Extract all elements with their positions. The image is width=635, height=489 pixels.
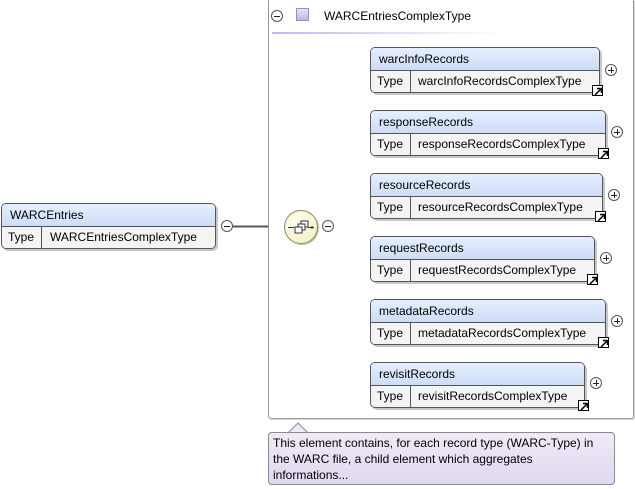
child-type-row: Type resourceRecordsComplexType: [371, 197, 602, 218]
child-type-label: Type: [371, 71, 411, 92]
child-type-row: Type responseRecordsComplexType: [371, 134, 605, 155]
child-type-value: revisitRecordsComplexType: [418, 389, 568, 403]
expand-plus-icon[interactable]: [600, 252, 612, 264]
root-element-name: WARCEntries: [2, 204, 215, 227]
child-element-name: responseRecords: [371, 111, 605, 134]
child-type-label: Type: [371, 260, 411, 281]
child-type-value: resourceRecordsComplexType: [418, 200, 583, 214]
child-element-name: requestRecords: [371, 237, 594, 260]
root-type-row: Type WARCEntriesComplexType: [2, 227, 215, 248]
child-type-value: responseRecordsComplexType: [418, 137, 586, 151]
complex-type-title: WARCEntriesComplexType: [324, 9, 471, 23]
expand-plus-icon[interactable]: [611, 126, 623, 138]
child-element-box[interactable]: revisitRecords Type revisitRecordsComple…: [370, 362, 589, 411]
arrow-link-icon[interactable]: [598, 337, 609, 348]
child-element-name: revisitRecords: [371, 363, 584, 386]
arrow-link-icon[interactable]: [595, 211, 606, 222]
annotation-text: This element contains, for each record t…: [273, 436, 594, 482]
annotation-pointer: [288, 422, 308, 434]
frame-title-divider: [272, 32, 507, 34]
compositor-collapse-icon[interactable]: [322, 220, 334, 232]
child-type-value: metadataRecordsComplexType: [418, 326, 587, 340]
sequence-compositor-icon: [288, 220, 314, 234]
child-type-label: Type: [371, 134, 411, 155]
child-element-box[interactable]: warcInfoRecords Type warcInfoRecordsComp…: [370, 47, 603, 96]
child-type-value: requestRecordsComplexType: [418, 263, 577, 277]
child-type-row: Type warcInfoRecordsComplexType: [371, 71, 599, 92]
complex-type-icon: [296, 8, 309, 21]
arrow-link-icon[interactable]: [587, 274, 598, 285]
root-type-label: Type: [2, 227, 42, 248]
child-type-label: Type: [371, 386, 411, 407]
expand-plus-icon[interactable]: [611, 315, 623, 327]
child-element-box[interactable]: requestRecords Type requestRecordsComple…: [370, 236, 598, 285]
child-element-box[interactable]: metadataRecords Type metadataRecordsComp…: [370, 299, 609, 348]
child-element-name: resourceRecords: [371, 174, 602, 197]
child-type-value: warcInfoRecordsComplexType: [418, 74, 582, 88]
annotation-box: This element contains, for each record t…: [268, 432, 615, 485]
child-type-label: Type: [371, 197, 411, 218]
expand-plus-icon[interactable]: [590, 377, 602, 389]
child-element-box[interactable]: responseRecords Type responseRecordsComp…: [370, 110, 609, 159]
child-type-row: Type metadataRecordsComplexType: [371, 323, 605, 344]
sequence-compositor[interactable]: [284, 210, 318, 244]
child-type-row: Type requestRecordsComplexType: [371, 260, 594, 281]
complex-type-collapse-icon[interactable]: [271, 10, 283, 22]
child-type-row: Type revisitRecordsComplexType: [371, 386, 584, 407]
child-type-label: Type: [371, 323, 411, 344]
child-element-name: warcInfoRecords: [371, 48, 599, 71]
root-element-box[interactable]: WARCEntries Type WARCEntriesComplexType: [1, 203, 216, 249]
expand-plus-icon[interactable]: [608, 189, 620, 201]
arrow-link-icon[interactable]: [592, 85, 603, 96]
arrow-link-icon[interactable]: [578, 400, 589, 411]
root-collapse-icon[interactable]: [221, 220, 233, 232]
arrow-link-icon[interactable]: [598, 148, 609, 159]
child-element-box[interactable]: resourceRecords Type resourceRecordsComp…: [370, 173, 606, 222]
expand-plus-icon[interactable]: [605, 64, 617, 76]
child-element-name: metadataRecords: [371, 300, 605, 323]
root-type-value: WARCEntriesComplexType: [50, 230, 197, 244]
